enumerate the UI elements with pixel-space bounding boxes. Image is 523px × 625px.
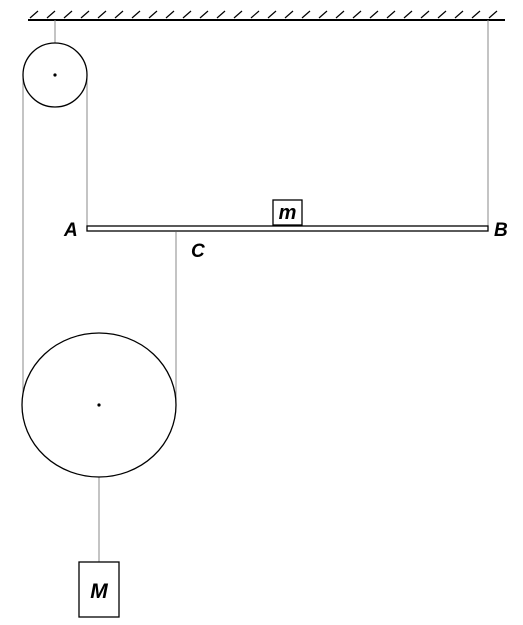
ceiling [28, 10, 505, 21]
ropes [22, 20, 489, 562]
small-pulley-axle [53, 73, 57, 77]
hanging-mass-box [78, 561, 120, 618]
hanging-mass-label: M [90, 580, 108, 603]
large-pulley [21, 332, 177, 478]
rod-ab: m [86, 199, 489, 232]
ceiling-hatching [29, 10, 498, 19]
point-b-label: B [494, 220, 508, 241]
rod [86, 225, 489, 232]
point-c-label: C [191, 241, 205, 262]
rod-mass-label: m [279, 202, 297, 224]
hanging-mass: M [78, 561, 120, 618]
rod-mass-box [272, 199, 303, 226]
large-pulley-axle [97, 403, 101, 407]
point-a-label: A [63, 220, 78, 241]
small-pulley [22, 42, 88, 108]
